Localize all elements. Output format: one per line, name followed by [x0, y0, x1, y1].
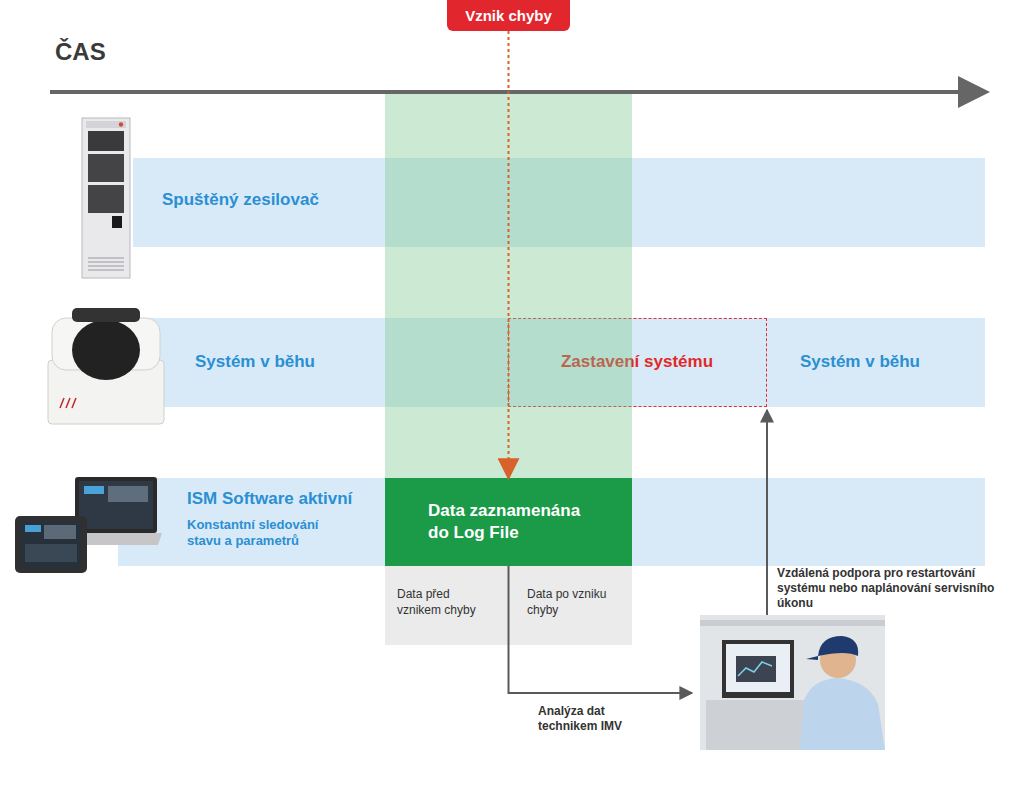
arrow-label: Vzdálená podpora pro restartování systém…: [777, 566, 997, 611]
arrow-label: Analýza dat technikem IMV: [538, 704, 648, 734]
timeline-arrowhead: [958, 76, 990, 108]
shaker-base: [48, 360, 164, 424]
shaker-illustration: [48, 308, 164, 424]
node-text: Data zaznamenána do Log File: [428, 500, 596, 544]
node-text: ISM Software aktivní: [187, 489, 382, 509]
event-connector: [508, 31, 510, 478]
node-text: Systém v běhu: [195, 352, 395, 372]
axis-label: ČAS: [55, 38, 145, 66]
shaker-badge: [60, 398, 76, 408]
cabinet-indicator: [119, 122, 123, 126]
screen-widget: [25, 544, 77, 562]
desk: [706, 700, 816, 750]
state-band: Zastavení systému Systém v běhu Systém v b…: [133, 318, 985, 407]
monitor-frame: [722, 640, 794, 698]
shaker-armature: [72, 320, 140, 380]
edges-layer: [508, 31, 509, 478]
time-window-band: [385, 92, 632, 478]
technician-head: [820, 642, 856, 678]
screen-widget: [25, 525, 41, 532]
laptop-screen-frame: [75, 477, 157, 533]
amplifier-illustration: [82, 118, 130, 278]
node-text: Konstantní sledování stavu a parametrů: [187, 517, 347, 549]
technician-cap: [818, 636, 858, 656]
monitor-screen: [726, 644, 790, 692]
monitor-plot: [738, 662, 772, 676]
laptop-screen: [79, 481, 153, 529]
cabinet-vents: [88, 258, 124, 270]
photo-background: [700, 615, 885, 750]
screen-widget: [108, 486, 148, 502]
log-box: Data zaznamenána do Log File: [385, 478, 632, 566]
screen-widget: [84, 486, 104, 494]
cabinet-switch: [112, 216, 122, 228]
node-text: Vznik chyby: [447, 7, 570, 25]
support-arrow: [766, 410, 768, 615]
analysis-arrow: [509, 566, 693, 693]
monitor-chart: [736, 656, 776, 682]
state-band: Data zaznamenána do Log File ISM Software…: [118, 478, 985, 566]
node-text: Zastavení systému: [508, 352, 767, 372]
shaker-body: [52, 318, 160, 370]
cabinet-body: [82, 118, 130, 278]
stop-box: Zastavení systému: [508, 318, 767, 407]
node-text: Data před vznikem chyby: [397, 586, 489, 618]
technician-illustration: [700, 615, 885, 750]
state-band: Spuštěný zesilovač: [133, 158, 985, 247]
laptop-base: [70, 533, 162, 545]
cabinet-panel: [88, 131, 124, 151]
tablet-screen: [21, 521, 81, 568]
event-badge: Vznik chyby: [447, 0, 570, 31]
node-text: Data po vzniku chyby: [527, 586, 617, 618]
tablet-frame: [15, 516, 87, 573]
shaker-table: [72, 308, 140, 322]
node-text: Systém v běhu: [800, 352, 970, 372]
shelf: [700, 620, 885, 626]
cabinet-panel: [88, 185, 124, 213]
timeline-axis: [50, 90, 962, 94]
cabinet-panel: [88, 154, 124, 182]
computer-illustration: [15, 477, 162, 573]
cabinet-top: [86, 121, 126, 128]
node-text: Spuštěný zesilovač: [162, 190, 422, 210]
screen-widget: [44, 525, 76, 539]
data-box: Data před vznikem chyby Data po vzniku ch…: [385, 566, 632, 645]
technician-body: [800, 678, 885, 750]
cap-visor: [806, 656, 818, 660]
